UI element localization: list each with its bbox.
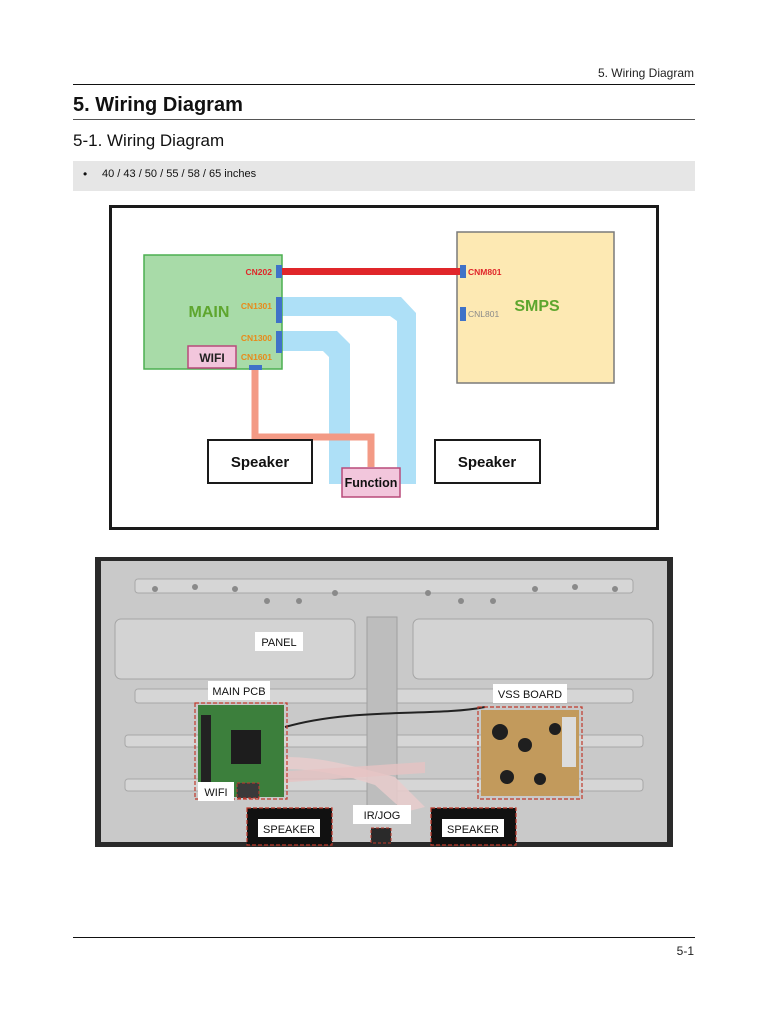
vss-board-heatsink — [562, 717, 576, 767]
wifi-label-box — [198, 782, 234, 801]
cnm801-connector — [460, 265, 466, 278]
wiring-diagram: MAIN SMPS CN202 CN1301 CN1300 CN1601 CNM… — [109, 205, 659, 530]
main-board-label: MAIN — [189, 304, 230, 321]
function-board-label: Function — [345, 476, 398, 490]
tv-rear-photo: PANEL MAIN PCB VSS BOARD WIFI IR/JOG SPE… — [95, 557, 673, 847]
signal-cable-cn1301 — [279, 297, 416, 484]
page-number: 5-1 — [676, 944, 694, 958]
wifi-label: WIFI — [204, 787, 227, 799]
cn202-connector — [276, 265, 282, 278]
wifi-module — [187, 345, 237, 369]
speaker-right-photo-label: SPEAKER — [447, 824, 499, 836]
speaker-cable — [251, 368, 375, 467]
cn1601-connector — [249, 365, 262, 370]
power-cable — [281, 268, 461, 275]
speaker-right-label: Speaker — [458, 454, 517, 471]
signal-cable-cn1300 — [279, 331, 350, 484]
panel-label-box — [255, 632, 303, 651]
bullet-icon: • — [83, 167, 88, 181]
main-pcb-label-box — [208, 681, 270, 700]
wifi-module-label: WIFI — [199, 351, 224, 365]
cn1301-connector — [276, 297, 282, 323]
wire-harness — [284, 706, 486, 728]
vss-board-components — [492, 723, 561, 785]
main-pcb-chip — [231, 730, 261, 764]
cn202-label: CN202 — [246, 267, 273, 277]
panel-rib — [134, 578, 634, 594]
speaker-right-box — [434, 439, 541, 484]
ir-jog-label: IR/JOG — [364, 810, 401, 822]
section-title: 5-1. Wiring Diagram — [73, 131, 225, 150]
speaker-left-box — [207, 439, 313, 484]
ir-jog-label-box — [353, 805, 411, 824]
main-pcb-highlight — [194, 702, 288, 800]
vss-board-highlight — [477, 706, 583, 800]
footer-rule — [73, 937, 695, 938]
vss-board-label-box — [493, 684, 567, 703]
cn1601-label: CN1601 — [241, 352, 272, 362]
cn1300-connector — [276, 331, 282, 353]
vss-board-label: VSS BOARD — [498, 689, 562, 701]
ribbon-cable — [275, 762, 425, 783]
main-pcb-connectors — [201, 715, 211, 785]
model-size-text: 40 / 43 / 50 / 55 / 58 / 65 inches — [102, 168, 257, 180]
speaker-left-label-box — [258, 819, 320, 837]
wifi-module-photo — [236, 782, 260, 799]
screw-holes — [152, 584, 618, 604]
panel-recess-right — [412, 618, 654, 680]
panel-label: PANEL — [261, 637, 296, 649]
header-rule — [73, 84, 695, 85]
speaker-left-label: Speaker — [231, 454, 290, 471]
panel-recess-left — [114, 618, 356, 680]
speaker-right-label-box — [442, 819, 504, 837]
cnm801-label: CNM801 — [468, 267, 502, 277]
cnl801-label: CNL801 — [468, 309, 499, 319]
function-board — [341, 467, 401, 498]
main-pcb-label: MAIN PCB — [212, 686, 265, 698]
smps-board-label: SMPS — [514, 298, 560, 315]
ir-jog-module — [370, 827, 392, 844]
speaker-left-photo-label: SPEAKER — [263, 824, 315, 836]
title-rule — [73, 119, 695, 120]
cn1300-label: CN1300 — [241, 333, 272, 343]
smps-board — [456, 231, 615, 384]
model-size-banner: • 40 / 43 / 50 / 55 / 58 / 65 inches — [73, 161, 695, 191]
running-header: 5. Wiring Diagram — [597, 66, 694, 80]
cnl801-connector — [460, 307, 466, 321]
cn1301-label: CN1301 — [241, 301, 272, 311]
page-title: 5. Wiring Diagram — [73, 94, 243, 116]
